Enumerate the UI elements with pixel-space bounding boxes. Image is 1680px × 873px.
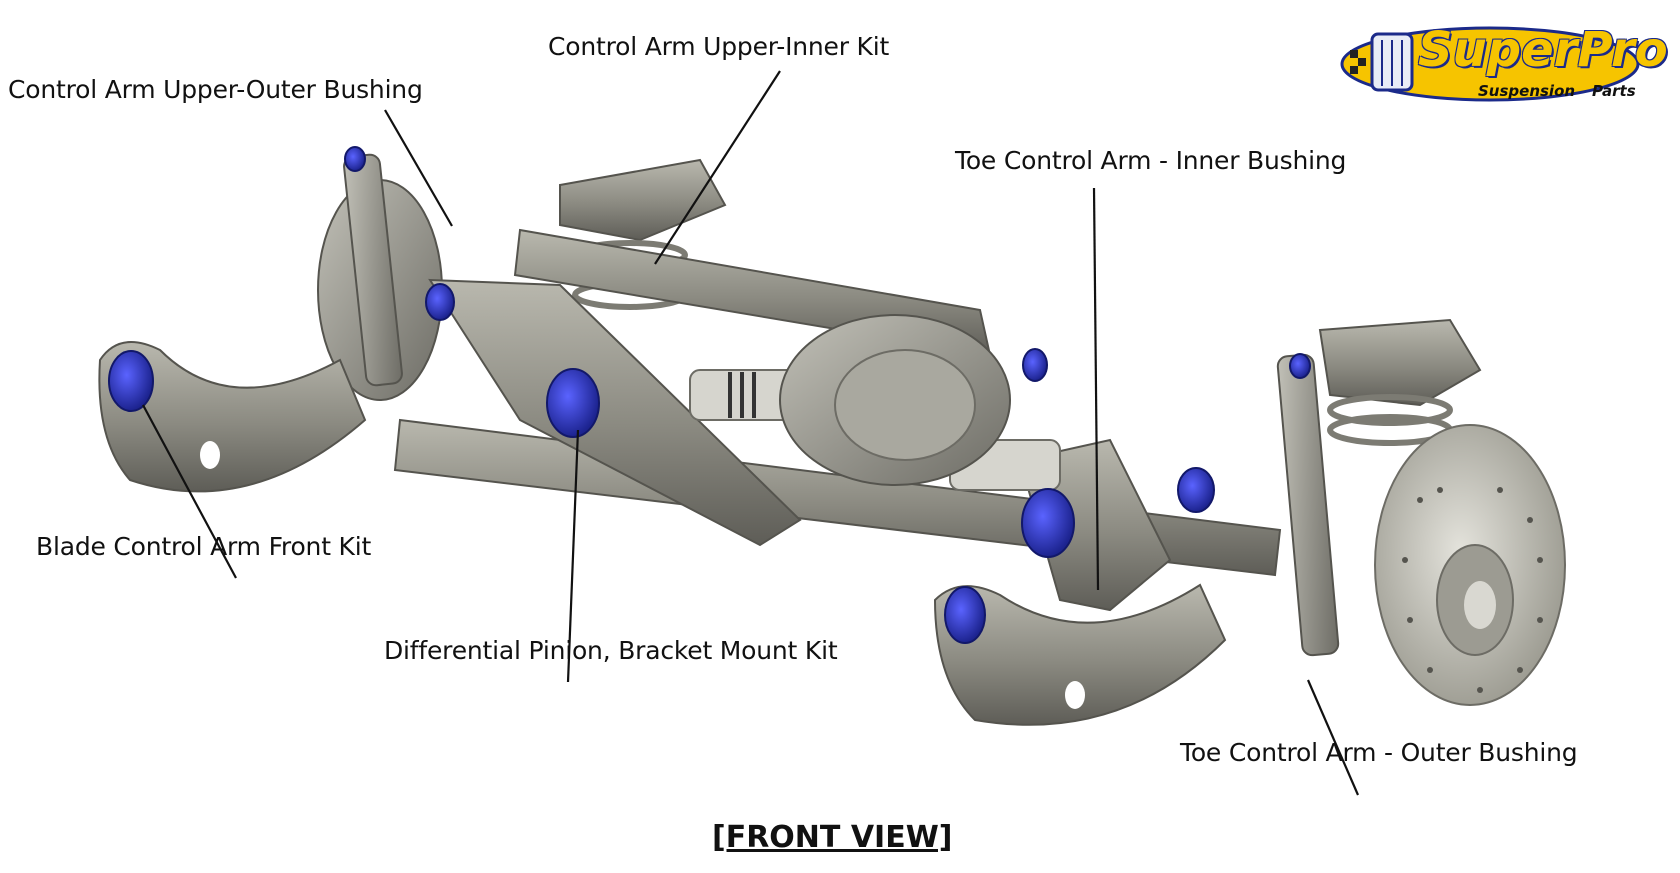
upper-mount-right xyxy=(1318,318,1482,407)
label-control-arm-upper-inner-kit: Control Arm Upper-Inner Kit xyxy=(548,32,890,61)
upper-mount-left xyxy=(559,158,727,242)
leader-diff-pinion xyxy=(566,429,580,683)
differential-housing xyxy=(779,314,1011,486)
bushings xyxy=(108,146,1311,644)
view-caption: [FRONT VIEW] xyxy=(712,820,953,855)
leader-lines xyxy=(142,70,1360,796)
right-brake-disc xyxy=(1374,424,1566,706)
leader-toe-inner xyxy=(1092,187,1100,591)
leader-blade-front xyxy=(142,404,237,579)
leader-upper-outer xyxy=(384,109,453,227)
right-blade-control-arm xyxy=(933,583,1227,726)
superpro-logo-wordmark: SuperPro xyxy=(1418,22,1668,78)
superpro-logo-emblem xyxy=(1340,26,1640,102)
leader-toe-outer xyxy=(1306,679,1360,796)
logo-tag-suspension: Suspension xyxy=(1478,82,1576,100)
logo-tag-parts: Parts xyxy=(1592,82,1636,100)
label-differential-pinion-bracket-mount-kit: Differential Pinion, Bracket Mount Kit xyxy=(384,636,838,665)
label-control-arm-upper-outer-bushing: Control Arm Upper-Outer Bushing xyxy=(8,75,423,104)
label-toe-control-arm-outer-bushing: Toe Control Arm - Outer Bushing xyxy=(1180,738,1578,767)
right-shock-absorber xyxy=(1276,353,1340,657)
label-blade-control-arm-front-kit: Blade Control Arm Front Kit xyxy=(36,532,372,561)
left-blade-control-arm xyxy=(98,341,367,493)
label-toe-control-arm-inner-bushing: Toe Control Arm - Inner Bushing xyxy=(955,146,1347,175)
leader-upper-inner xyxy=(654,70,781,265)
